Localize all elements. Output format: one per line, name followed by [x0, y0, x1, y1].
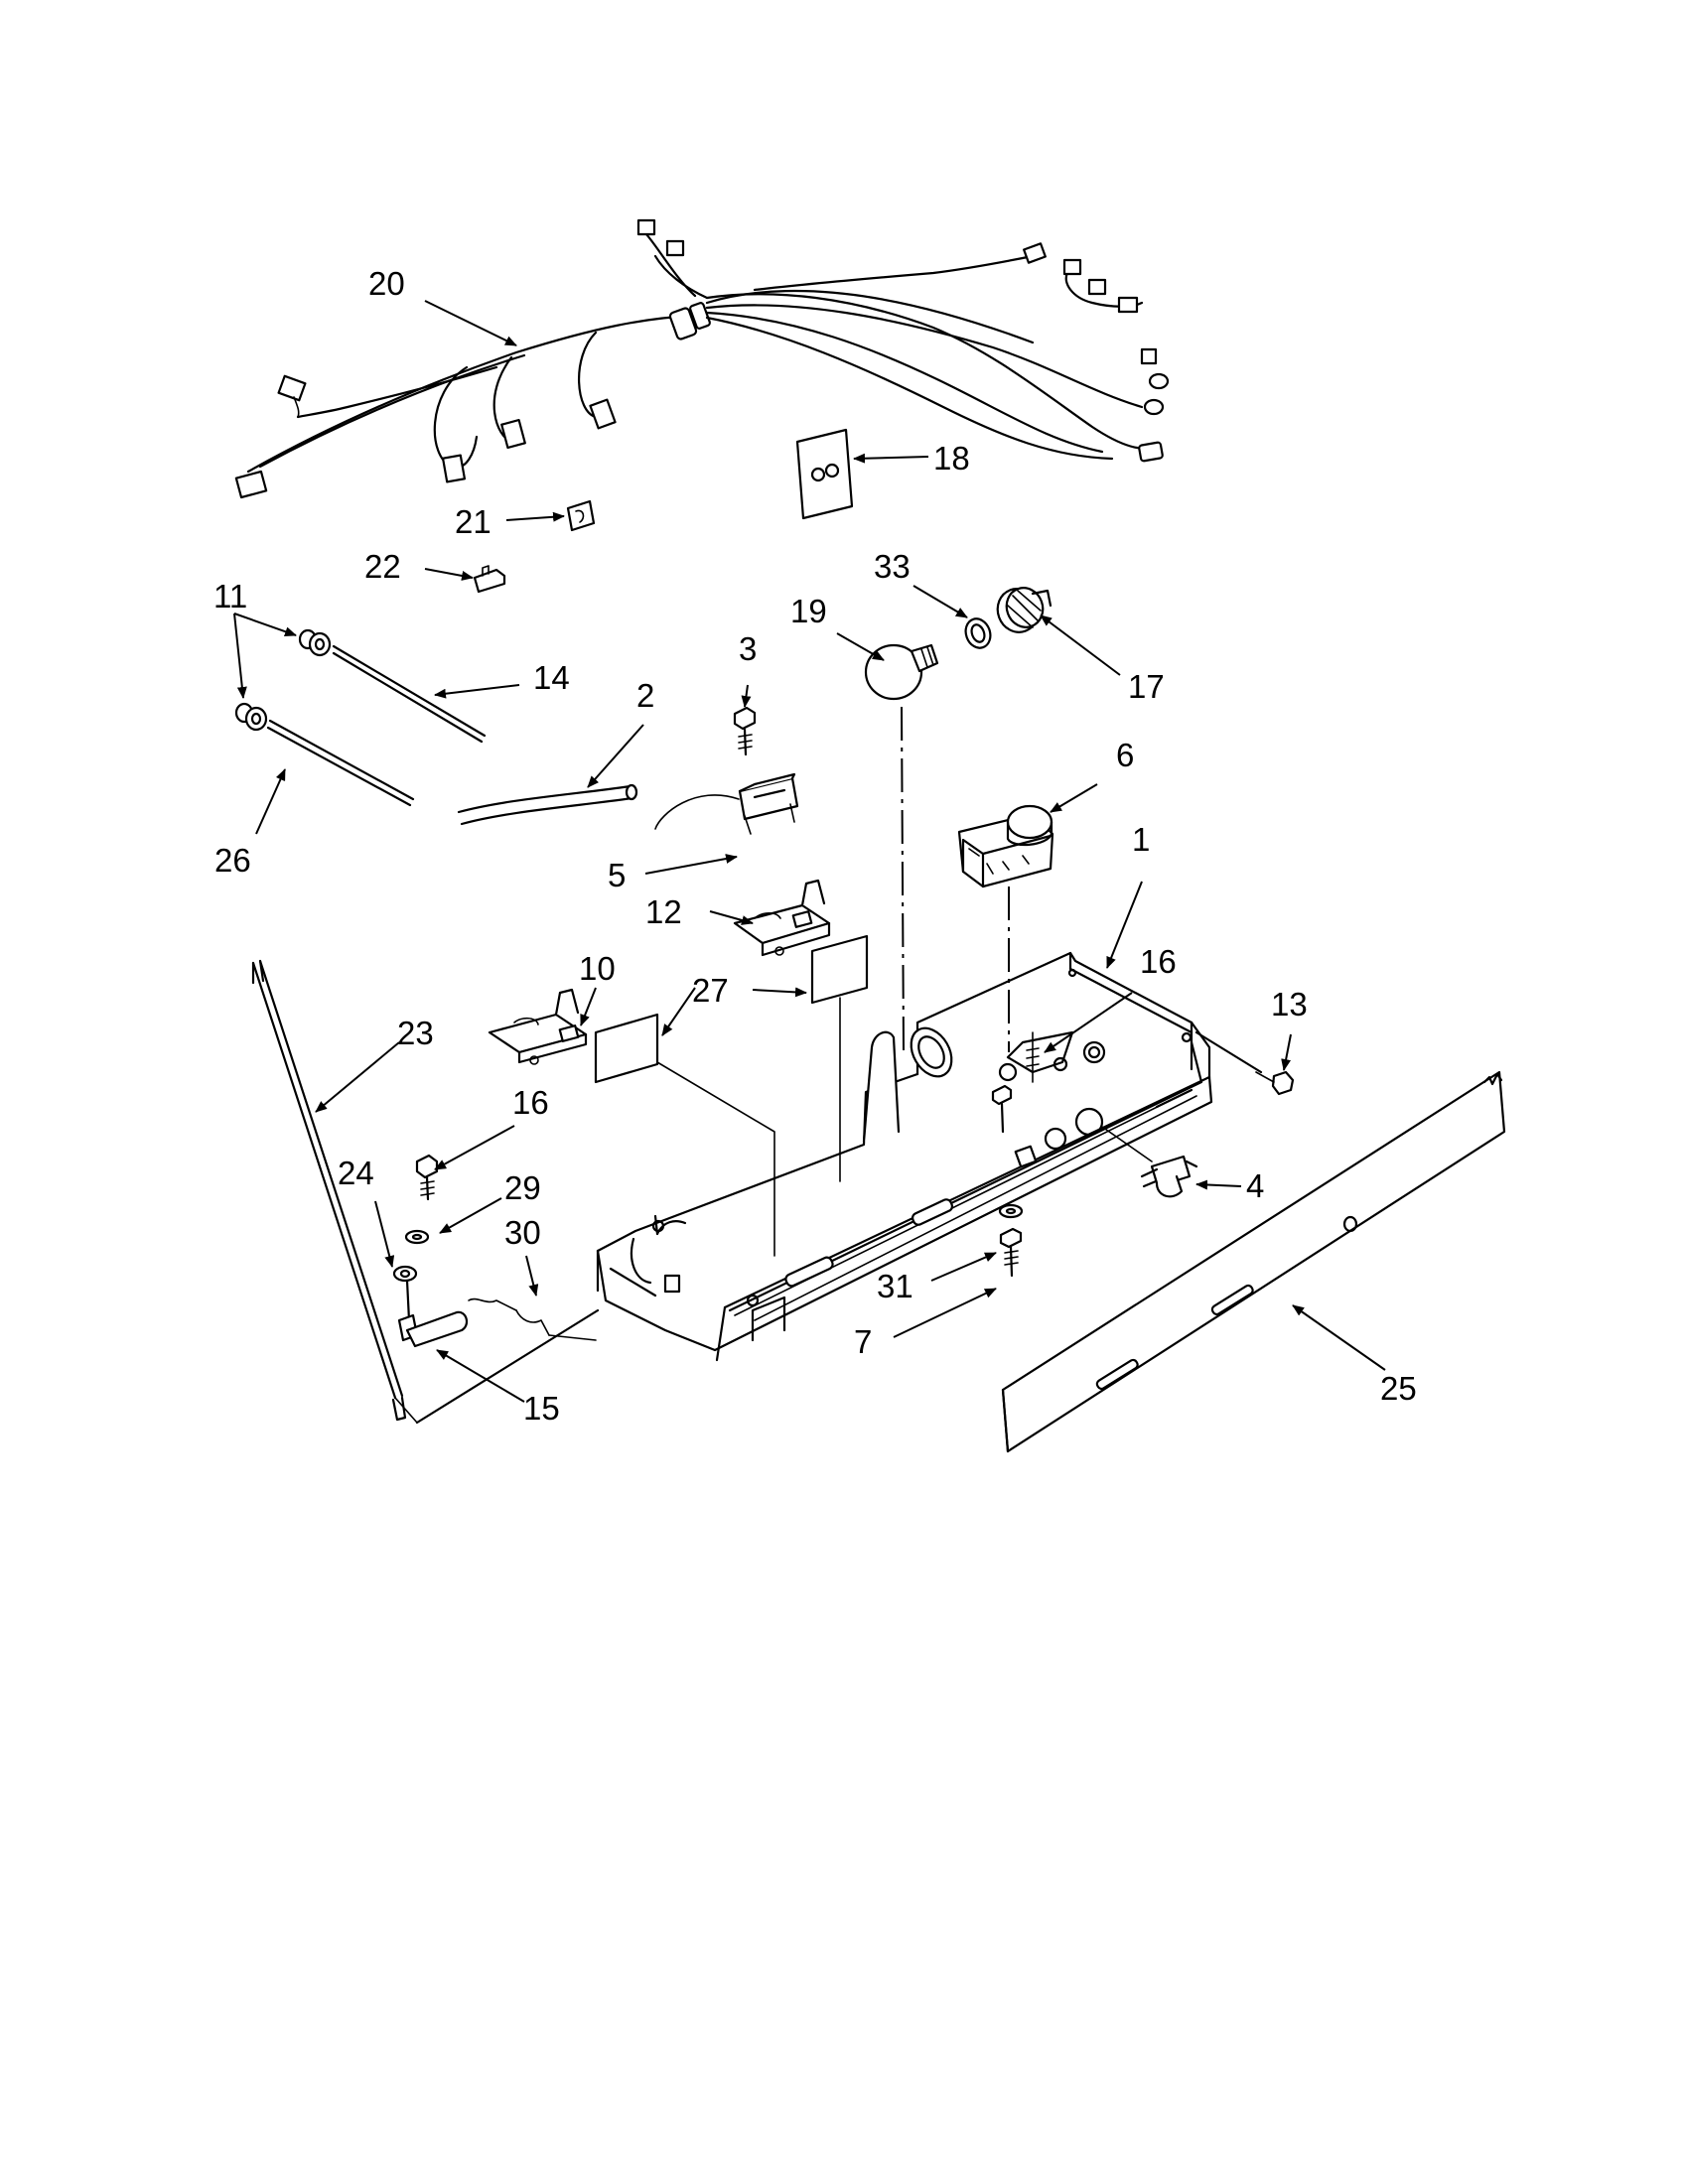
side-screw: [1194, 1030, 1295, 1096]
callout-16-upper: 16: [1140, 943, 1177, 980]
callout-6: 6: [1116, 737, 1134, 773]
callout-30: 30: [504, 1214, 541, 1251]
small-bracket: [473, 565, 506, 594]
callout-14: 14: [533, 659, 570, 696]
callout-15: 15: [523, 1390, 560, 1427]
door-switch: [1101, 1126, 1198, 1198]
wire-harness: [234, 218, 1170, 499]
callout-12: 12: [645, 893, 682, 930]
callout-18: 18: [933, 440, 970, 477]
callout-21: 21: [455, 503, 491, 540]
bulb-center-line: [901, 706, 905, 1053]
callout-27: 27: [692, 972, 729, 1009]
tube: [457, 783, 638, 826]
callout-7: 7: [854, 1323, 872, 1360]
defrost-timer: [957, 804, 1054, 888]
front-panel: [1001, 1070, 1506, 1453]
grommet-rods: [234, 628, 487, 807]
callout-22: 22: [364, 548, 401, 585]
callout-16-lower: 16: [512, 1084, 549, 1121]
clip: [566, 499, 596, 532]
callout-20: 20: [368, 265, 405, 302]
control-housing: [596, 951, 1213, 1362]
callout-labels: 20 18 21 22 33 19 17 11 14 3 2 26 5 6 1 …: [213, 265, 1417, 1427]
screw-housing: [991, 1084, 1013, 1134]
callout-24: 24: [338, 1155, 374, 1191]
callout-31: 31: [877, 1268, 913, 1304]
callout-26: 26: [214, 842, 251, 879]
callout-23: 23: [397, 1015, 434, 1051]
leader-lines: [233, 300, 1386, 1403]
callout-4: 4: [1246, 1167, 1264, 1204]
upper-bracket: [733, 879, 831, 957]
lower-bracket: [488, 988, 588, 1065]
long-rod: [251, 959, 418, 1424]
labels: [594, 934, 869, 1257]
callout-10: 10: [579, 950, 616, 987]
callout-25: 25: [1380, 1370, 1417, 1407]
callout-17: 17: [1128, 668, 1165, 705]
light-assembly: [864, 587, 1052, 701]
callout-33: 33: [874, 548, 911, 585]
callout-13: 13: [1271, 986, 1308, 1023]
switch-assembly: [654, 706, 799, 835]
callout-29: 29: [504, 1169, 541, 1206]
terminal-plate: [795, 428, 854, 520]
callout-1: 1: [1132, 821, 1150, 858]
callout-3: 3: [739, 630, 757, 667]
washer-screw: [998, 1203, 1024, 1278]
callout-11: 11: [213, 578, 247, 614]
callout-19: 19: [790, 593, 827, 629]
callout-5: 5: [608, 857, 626, 893]
rod-hardware: [392, 1154, 600, 1425]
callout-2: 2: [636, 677, 654, 714]
